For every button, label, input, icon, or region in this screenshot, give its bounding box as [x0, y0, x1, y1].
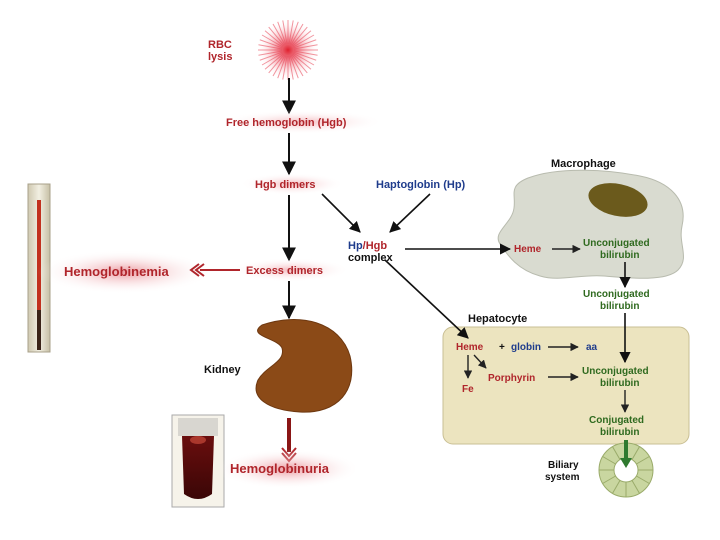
rbc-lysis-label-line2: lysis	[208, 51, 232, 63]
hep-globin-label: globin	[511, 342, 541, 353]
transit-unconj-line2: bilirubin	[600, 301, 639, 312]
urine-tube-photo	[171, 414, 225, 508]
hep-unconj-line1: Unconjugated	[582, 366, 649, 377]
hep-aa-label: aa	[586, 342, 598, 353]
kidney-label: Kidney	[204, 364, 242, 376]
macrophage-nucleus	[588, 183, 648, 217]
hgb-part: /Hgb	[363, 240, 388, 252]
hep-plus-label: +	[499, 342, 505, 353]
excess-dimers-label: Excess dimers	[246, 265, 323, 277]
free-hemoglobin-label: Free hemoglobin (Hgb)	[226, 117, 347, 129]
hep-fe-label: Fe	[462, 384, 474, 395]
arrow-haptoglobin-to-complex	[389, 193, 431, 233]
hgb-dimers-label: Hgb dimers	[255, 179, 316, 191]
arrow-to-hemoglobinemia	[189, 263, 240, 277]
arrow-dimers-to-complex	[321, 193, 361, 233]
hepatocyte-label: Hepatocyte	[468, 313, 527, 325]
macrophage-cell	[497, 169, 684, 279]
conj-line2: bilirubin	[600, 427, 639, 438]
hp-part: Hp	[348, 240, 363, 252]
macrophage-unconj-line1: Unconjugated	[583, 238, 650, 249]
hemoglobinuria-label: Hemoglobinuria	[230, 461, 330, 476]
biliary-line2: system	[545, 472, 580, 483]
bile-duct-ring-icon	[598, 440, 654, 498]
hemoglobinemia-label: Hemoglobinemia	[64, 264, 170, 279]
rbc-lysis-label-line1: RBC	[208, 39, 232, 51]
starburst-icon	[258, 20, 318, 80]
hep-unconj-line2: bilirubin	[600, 378, 639, 389]
macrophage-unconj-line2: bilirubin	[600, 250, 639, 261]
kidney-icon	[255, 319, 353, 413]
hep-porphyrin-label: Porphyrin	[488, 373, 535, 384]
hp-hgb-complex-label: Hp/Hgb	[348, 240, 387, 252]
macrophage-heme-label: Heme	[514, 244, 542, 255]
haptoglobin-label: Haptoglobin (Hp)	[376, 179, 466, 191]
biliary-line1: Biliary	[548, 460, 579, 471]
arrow-heme-to-porphyrin	[473, 354, 487, 369]
arrow-complex-to-hepatocyte	[384, 259, 469, 339]
complex-label: complex	[348, 252, 394, 264]
transit-unconj-line1: Unconjugated	[583, 289, 650, 300]
macrophage-label: Macrophage	[551, 158, 616, 170]
hep-heme-label: Heme	[456, 342, 484, 353]
conj-line1: Conjugated	[589, 415, 644, 426]
